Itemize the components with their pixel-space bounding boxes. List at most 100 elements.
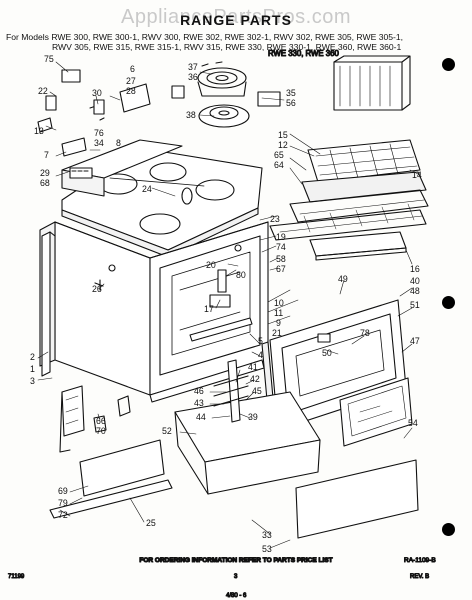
model-note: RWE 330, RWE 360 xyxy=(268,49,339,58)
callout-11: 11 xyxy=(274,308,283,318)
callout-29: 29 xyxy=(40,168,50,178)
callout-8: 8 xyxy=(116,138,121,148)
door-glass xyxy=(339,377,413,447)
callout-44: 44 xyxy=(196,412,206,422)
callout-21: 21 xyxy=(272,328,282,338)
model-list: For Models RWE 300, RWE 300-1, RWV 300, … xyxy=(6,32,446,52)
callout-47: 47 xyxy=(410,336,420,346)
callout-43: 43 xyxy=(194,398,204,408)
callout-48: 48 xyxy=(410,286,420,296)
callout-16: 16 xyxy=(410,264,420,274)
callout-33: 33 xyxy=(262,530,272,540)
callout-56: 56 xyxy=(286,98,296,108)
callout-22: 22 xyxy=(38,86,48,96)
callout-45: 45 xyxy=(252,386,262,396)
leveler xyxy=(93,415,107,433)
callout-72: 72 xyxy=(58,510,68,520)
callout-79: 79 xyxy=(58,498,68,508)
callout-37: 37 xyxy=(188,62,198,72)
side-bracket xyxy=(59,385,131,453)
surface-burner-assembly xyxy=(171,61,281,128)
callout-46: 46 xyxy=(194,386,204,396)
ordering-note: FOR ORDERING INFORMATION REFER TO PARTS … xyxy=(139,557,332,564)
callout-70: 70 xyxy=(96,426,106,436)
model-list-line-1: For Models RWE 300, RWE 300-1, RWV 300, … xyxy=(6,32,404,42)
valve-assembly xyxy=(213,359,249,423)
callout-6: 6 xyxy=(130,64,135,74)
callout-69: 69 xyxy=(58,486,68,496)
callout-3: 3 xyxy=(30,376,35,386)
callout-64: 64 xyxy=(274,160,284,170)
callout-labels: 75 6 22 30 27 28 37 36 35 56 38 13 76 34… xyxy=(30,54,422,554)
callout-15: 15 xyxy=(278,130,288,140)
callout-51: 51 xyxy=(410,300,420,310)
callout-53: 53 xyxy=(262,544,272,554)
callout-14: 14 xyxy=(412,170,422,180)
callout-58: 58 xyxy=(276,254,286,264)
rack-assembly xyxy=(333,55,411,111)
footer-left-code: 71199 xyxy=(8,574,25,580)
oven-bottom xyxy=(309,231,407,261)
callout-23: 23 xyxy=(270,214,280,224)
drawer-front xyxy=(295,459,419,539)
binder-hole-top xyxy=(442,58,455,71)
callout-19: 19 xyxy=(276,232,286,242)
callout-5: 5 xyxy=(258,336,263,346)
callout-38: 38 xyxy=(186,110,196,120)
callout-40: 40 xyxy=(410,276,420,286)
callout-74: 74 xyxy=(276,242,286,252)
leader-lines xyxy=(37,61,419,549)
callout-42: 42 xyxy=(250,374,260,384)
callout-26: 26 xyxy=(92,284,102,294)
callout-78: 78 xyxy=(360,328,370,338)
callout-66: 66 xyxy=(96,416,106,426)
callout-67: 67 xyxy=(276,264,286,274)
callout-68: 68 xyxy=(40,178,50,188)
binder-hole-middle xyxy=(442,296,455,309)
callout-12: 12 xyxy=(278,140,288,150)
revision: REV. B xyxy=(410,574,429,580)
watermark: AppliancePartsPros.com xyxy=(121,6,351,28)
callout-36: 36 xyxy=(188,72,198,82)
model-list-line-2: RWV 305, RWE 315, RWE 315-1, RWV 315, RW… xyxy=(52,42,402,52)
callout-17: 17 xyxy=(204,304,214,314)
control-panel xyxy=(61,139,183,197)
callout-9: 9 xyxy=(276,318,281,328)
callout-30: 30 xyxy=(92,88,102,98)
storage-drawer xyxy=(174,391,321,495)
callout-80: 80 xyxy=(236,270,246,280)
callout-7: 7 xyxy=(44,150,49,160)
broil-pan xyxy=(301,139,427,203)
callout-4: 4 xyxy=(258,350,263,360)
callout-24: 24 xyxy=(142,184,152,194)
callout-54: 54 xyxy=(408,418,418,428)
callout-39: 39 xyxy=(248,412,258,422)
oven-racks xyxy=(269,189,429,241)
binder-hole-bottom xyxy=(442,523,455,536)
callout-28: 28 xyxy=(126,86,136,96)
callout-34: 34 xyxy=(94,138,104,148)
drawing-number: RA-1109-B xyxy=(404,557,436,564)
callout-25: 25 xyxy=(146,518,156,528)
callout-10: 10 xyxy=(274,298,284,308)
callout-2: 2 xyxy=(30,352,35,362)
callout-20: 20 xyxy=(206,260,216,270)
left-small-parts xyxy=(37,69,151,157)
bottom-mark: 4/80 - 6 xyxy=(226,593,247,599)
callout-75: 75 xyxy=(44,54,54,64)
kick-panel xyxy=(49,439,173,519)
diagram-title: RANGE PARTS xyxy=(180,12,292,28)
page-number: 3 xyxy=(234,574,238,580)
callout-76: 76 xyxy=(94,128,104,138)
side-trim xyxy=(41,231,56,377)
callout-13: 13 xyxy=(34,126,44,136)
callout-52: 52 xyxy=(162,426,172,436)
callout-35: 35 xyxy=(286,88,296,98)
callout-65: 65 xyxy=(274,150,284,160)
callout-27: 27 xyxy=(126,76,136,86)
callout-1: 1 xyxy=(30,364,35,374)
callout-49: 49 xyxy=(338,274,348,284)
callout-41: 41 xyxy=(248,362,258,372)
callout-50: 50 xyxy=(322,348,332,358)
